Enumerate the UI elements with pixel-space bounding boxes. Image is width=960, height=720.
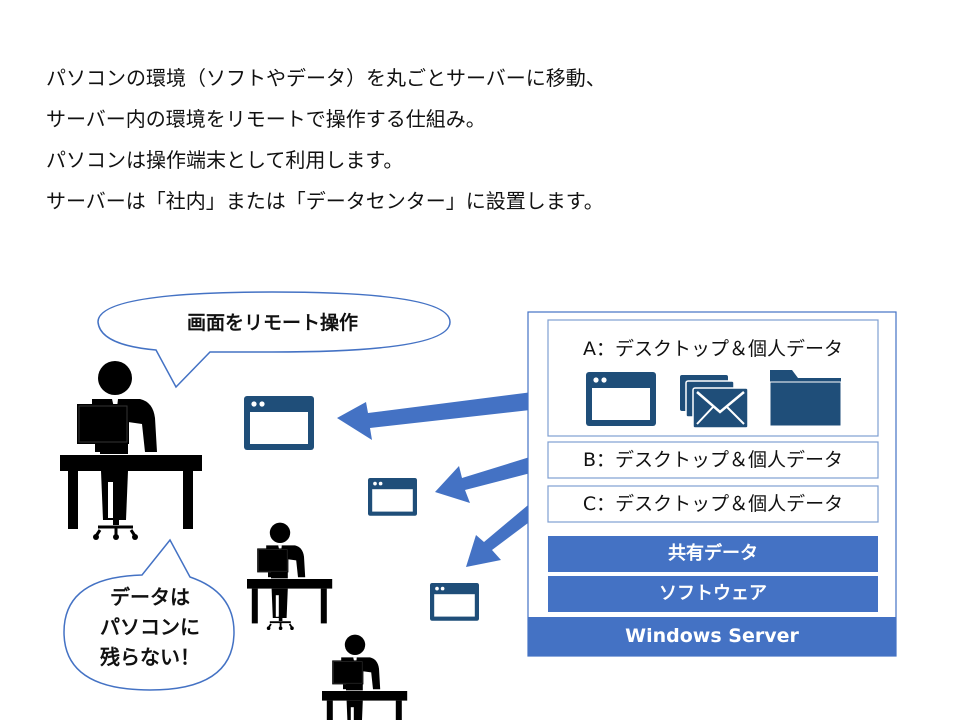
folder-icon: [769, 370, 842, 427]
os-label: Windows Server: [625, 625, 799, 647]
software-bar: [548, 576, 878, 612]
desktop-c-box: [547, 485, 879, 523]
speech-bubble-top: [97, 291, 451, 389]
desktop-a-label: A：デスクトップ＆個人データ: [583, 338, 843, 360]
shared-data-label: 共有データ: [668, 543, 758, 564]
user-at-desk-icon: [321, 633, 409, 720]
bubble-bottom-line-3: 残らない！: [100, 645, 200, 669]
intro-text: パソコンの環境（ソフトやデータ）を丸ごとサーバーに移動、 サーバー内の環境をリモ…: [46, 60, 606, 224]
bubble-top-label: 画面をリモート操作: [186, 312, 358, 334]
intro-line-3: パソコンは操作端末として利用します。: [46, 148, 404, 172]
software-label: ソフトウェア: [659, 583, 767, 604]
shared-data-bar: [548, 536, 878, 572]
bubble-bottom-label: データは パソコンに 残らない！: [76, 582, 224, 672]
desktop-b-box: [547, 441, 879, 479]
arrow-remote-b: [435, 452, 550, 503]
intro-line-2: サーバー内の環境をリモートで操作する仕組み。: [46, 107, 486, 131]
window-icon: [586, 372, 656, 426]
window-icon: [244, 396, 314, 450]
window-icon: [430, 583, 479, 621]
intro-line-4: サーバーは「社内」または「データセンター」に設置します。: [46, 189, 604, 213]
window-icon: [368, 478, 417, 516]
user-at-desk-icon: [58, 359, 204, 542]
intro-line-1: パソコンの環境（ソフトやデータ）を丸ごとサーバーに移動、: [46, 66, 606, 90]
mail-icon: [680, 375, 749, 429]
bubble-bottom-line-2: パソコンに: [100, 615, 200, 639]
os-bar: [528, 617, 896, 656]
desktop-c-label: C：デスクトップ＆個人データ: [582, 493, 844, 515]
desktop-b-label: B：デスクトップ＆個人データ: [582, 449, 844, 471]
speech-bubble-bottom: [63, 538, 235, 691]
bubble-bottom-line-1: データは: [110, 585, 190, 609]
user-at-desk-icon: [246, 521, 334, 631]
